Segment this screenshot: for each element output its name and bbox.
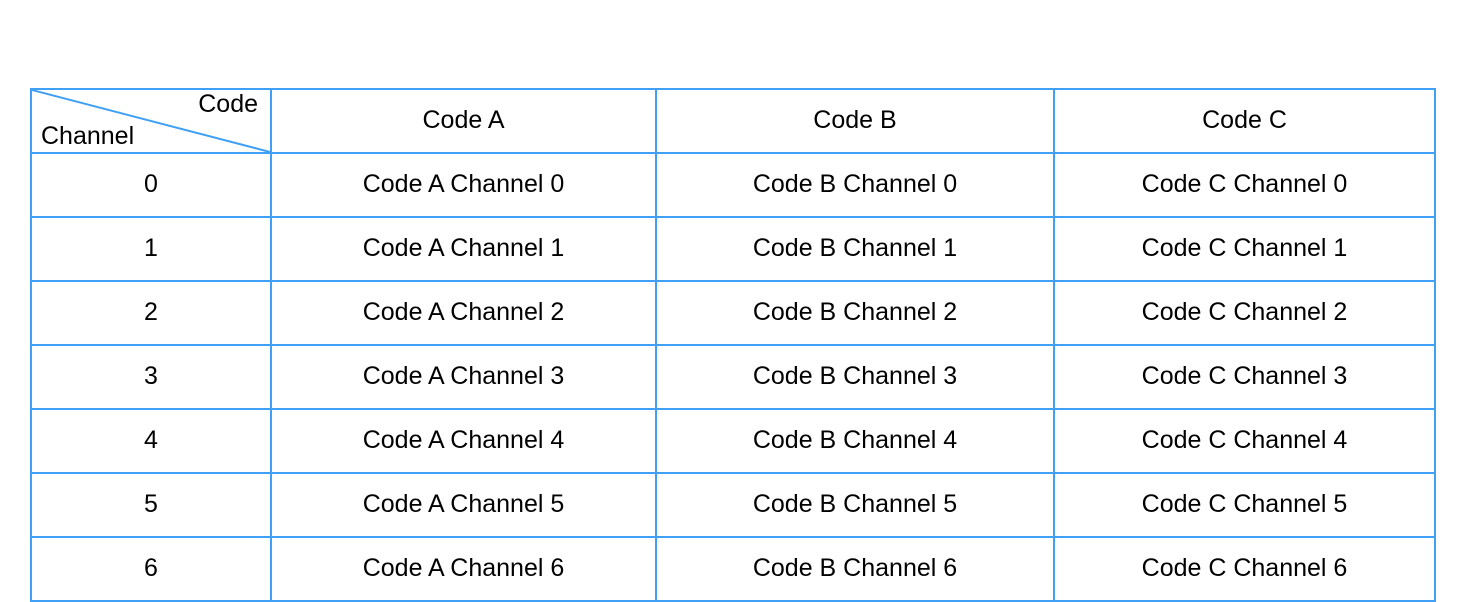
- column-header-code-c: Code C: [1053, 88, 1436, 154]
- table-row: 1 Code A Channel 1 Code B Channel 1 Code…: [30, 216, 1436, 282]
- table-header: Code Channel Code A Code B Code C: [30, 88, 1436, 154]
- cell-code-b: Code B Channel 0: [655, 152, 1055, 218]
- row-header-channel: 0: [30, 152, 272, 218]
- column-header-code-b: Code B: [655, 88, 1055, 154]
- cell-code-b: Code B Channel 4: [655, 408, 1055, 474]
- cell-code-c: Code C Channel 4: [1053, 408, 1436, 474]
- cell-code-c: Code C Channel 1: [1053, 216, 1436, 282]
- cell-code-a: Code A Channel 4: [270, 408, 657, 474]
- table-row: 5 Code A Channel 5 Code B Channel 5 Code…: [30, 472, 1436, 538]
- cell-code-b: Code B Channel 2: [655, 280, 1055, 346]
- table-row: 3 Code A Channel 3 Code B Channel 3 Code…: [30, 344, 1436, 410]
- header-row: Code Channel Code A Code B Code C: [30, 88, 1436, 154]
- row-header-channel: 5: [30, 472, 272, 538]
- cell-code-a: Code A Channel 5: [270, 472, 657, 538]
- row-header-channel: 1: [30, 216, 272, 282]
- row-header-channel: 6: [30, 536, 272, 602]
- cell-code-c: Code C Channel 2: [1053, 280, 1436, 346]
- cell-code-b: Code B Channel 3: [655, 344, 1055, 410]
- row-header-channel: 4: [30, 408, 272, 474]
- cell-code-a: Code A Channel 3: [270, 344, 657, 410]
- cell-code-a: Code A Channel 0: [270, 152, 657, 218]
- cell-code-a: Code A Channel 1: [270, 216, 657, 282]
- table-row: 6 Code A Channel 6 Code B Channel 6 Code…: [30, 536, 1436, 602]
- cell-code-b: Code B Channel 6: [655, 536, 1055, 602]
- code-channel-matrix-table: Code Channel Code A Code B Code C 0 Code…: [30, 88, 1436, 602]
- cell-code-b: Code B Channel 1: [655, 216, 1055, 282]
- cell-code-c: Code C Channel 5: [1053, 472, 1436, 538]
- row-header-channel: 3: [30, 344, 272, 410]
- corner-column-axis-label: Code: [198, 90, 258, 118]
- corner-header-cell: Code Channel: [30, 88, 272, 154]
- cell-code-c: Code C Channel 0: [1053, 152, 1436, 218]
- matrix-table-wrapper: Code Channel Code A Code B Code C 0 Code…: [30, 88, 1436, 602]
- cell-code-b: Code B Channel 5: [655, 472, 1055, 538]
- row-header-channel: 2: [30, 280, 272, 346]
- column-header-code-a: Code A: [270, 88, 657, 154]
- cell-code-a: Code A Channel 2: [270, 280, 657, 346]
- table-row: 4 Code A Channel 4 Code B Channel 4 Code…: [30, 408, 1436, 474]
- table-row: 2 Code A Channel 2 Code B Channel 2 Code…: [30, 280, 1436, 346]
- cell-code-c: Code C Channel 6: [1053, 536, 1436, 602]
- cell-code-a: Code A Channel 6: [270, 536, 657, 602]
- cell-code-c: Code C Channel 3: [1053, 344, 1436, 410]
- corner-row-axis-label: Channel: [41, 122, 135, 150]
- table-row: 0 Code A Channel 0 Code B Channel 0 Code…: [30, 152, 1436, 218]
- table-body: 0 Code A Channel 0 Code B Channel 0 Code…: [30, 152, 1436, 602]
